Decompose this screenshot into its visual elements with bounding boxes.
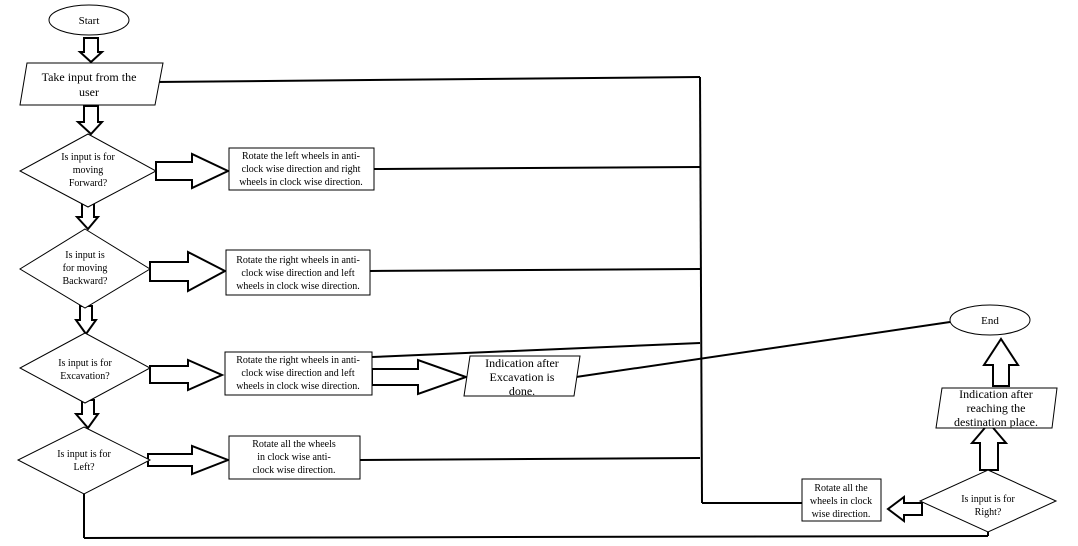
decision-excavation-line: Excavation?: [60, 371, 110, 382]
start-label: Start: [79, 15, 100, 27]
indication-excavation-line: Excavation is: [490, 370, 555, 384]
line-excavation-indication-to-end: [575, 321, 951, 378]
nodes: [16, 4, 1058, 533]
action-backward-box: [225, 249, 371, 296]
action-backward-line: wheels in clock wise direction.: [236, 281, 360, 292]
arrow-right-to-action: [886, 495, 923, 523]
action-excavation-box: [224, 351, 373, 396]
decision-backward-line: Backward?: [63, 276, 109, 287]
decision-excavation: [18, 332, 152, 404]
indication-excavation-line: done.: [509, 384, 535, 398]
decision-forward-line: moving: [73, 165, 104, 176]
connector-lines: [83, 76, 989, 539]
line-input-to-bus: [154, 76, 701, 83]
input-parallelogram: [19, 62, 164, 106]
action-forward-box: [228, 147, 375, 191]
arrow-right-to-indication: [969, 421, 1009, 471]
start-oval: [48, 4, 130, 36]
indication-excavation-line: Indication after: [485, 356, 559, 370]
decision-excavation-line: Is input is for: [58, 358, 112, 369]
action-right-line: wise direction.: [812, 509, 871, 520]
indication-destination-line: reaching the: [967, 401, 1026, 415]
action-right-line: Rotate all the: [814, 483, 868, 494]
action-excavation-line: clock wise direction and left: [241, 368, 355, 379]
line-excavation-to-bus: [371, 342, 701, 358]
line-backward-to-bus: [369, 268, 701, 272]
action-right-box: [801, 478, 882, 522]
input-label-line: user: [79, 85, 99, 99]
action-forward-line: Rotate the left wheels in anti-: [242, 151, 360, 162]
decision-forward-line: Is input is for: [61, 152, 115, 163]
action-left-line: clock wise direction.: [252, 465, 335, 476]
action-excavation-line: Rotate the right wheels in anti-: [236, 355, 360, 366]
decision-backward: [19, 228, 151, 309]
action-backward-line: Rotate the right wheels in anti-: [236, 255, 360, 266]
end-label: End: [981, 315, 999, 327]
arrow-input-to-forward: [75, 105, 105, 136]
action-excavation-line: wheels in clock wise direction.: [236, 381, 360, 392]
line-bottom-loop: [83, 535, 989, 539]
arrow-start-to-input: [77, 37, 105, 64]
input-label-line: Take input from the: [42, 70, 137, 84]
action-backward-line: clock wise direction and left: [241, 268, 355, 279]
action-left-line: Rotate all the wheels: [252, 439, 336, 450]
indication-destination-line: destination place.: [954, 415, 1038, 429]
decision-right-line: Is input is for: [961, 494, 1015, 505]
arrow-indication-to-end: [982, 337, 1020, 387]
arrow-forward-to-backward: [74, 201, 101, 231]
decision-backward-line: Is input is: [65, 250, 105, 261]
decision-forward: [18, 133, 158, 208]
indication-destination-line: Indication after: [959, 387, 1033, 401]
decision-backward-line: for moving: [63, 263, 108, 274]
arrow-backward-to-excavation: [74, 305, 98, 336]
arrow-forward-to-action: [155, 152, 231, 190]
arrow-backward-to-action: [149, 250, 228, 293]
action-left-box: [228, 435, 361, 480]
arrow-excavation-to-left: [73, 399, 100, 430]
action-forward-line: clock wise direction and right: [242, 164, 361, 175]
vertical-bus-line: [699, 76, 703, 504]
decision-forward-line: Forward?: [69, 178, 108, 189]
decision-left-line: Left?: [73, 462, 95, 473]
arrow-excavation-to-action: [149, 358, 225, 392]
decision-left: [16, 426, 152, 495]
action-right-line: wheels in clock: [810, 496, 872, 507]
decision-right: [918, 469, 1058, 533]
decision-left-line: Is input is for: [57, 449, 111, 460]
arrow-left-to-action: [147, 444, 231, 476]
indication-excavation-shape: [463, 355, 581, 397]
end-oval: [949, 304, 1031, 336]
line-left-to-bus: [359, 457, 701, 461]
arrow-action-to-indication: [371, 358, 469, 396]
indication-destination-shape: [935, 387, 1058, 429]
decision-right-line: Right?: [975, 507, 1002, 518]
block-arrows: [73, 37, 1020, 523]
action-left-line: in clock wise anti-: [257, 452, 331, 463]
action-forward-line: wheels in clock wise direction.: [239, 177, 363, 188]
labels: Start End Take input from the user Is in…: [42, 15, 1038, 520]
line-forward-to-bus: [373, 166, 701, 170]
